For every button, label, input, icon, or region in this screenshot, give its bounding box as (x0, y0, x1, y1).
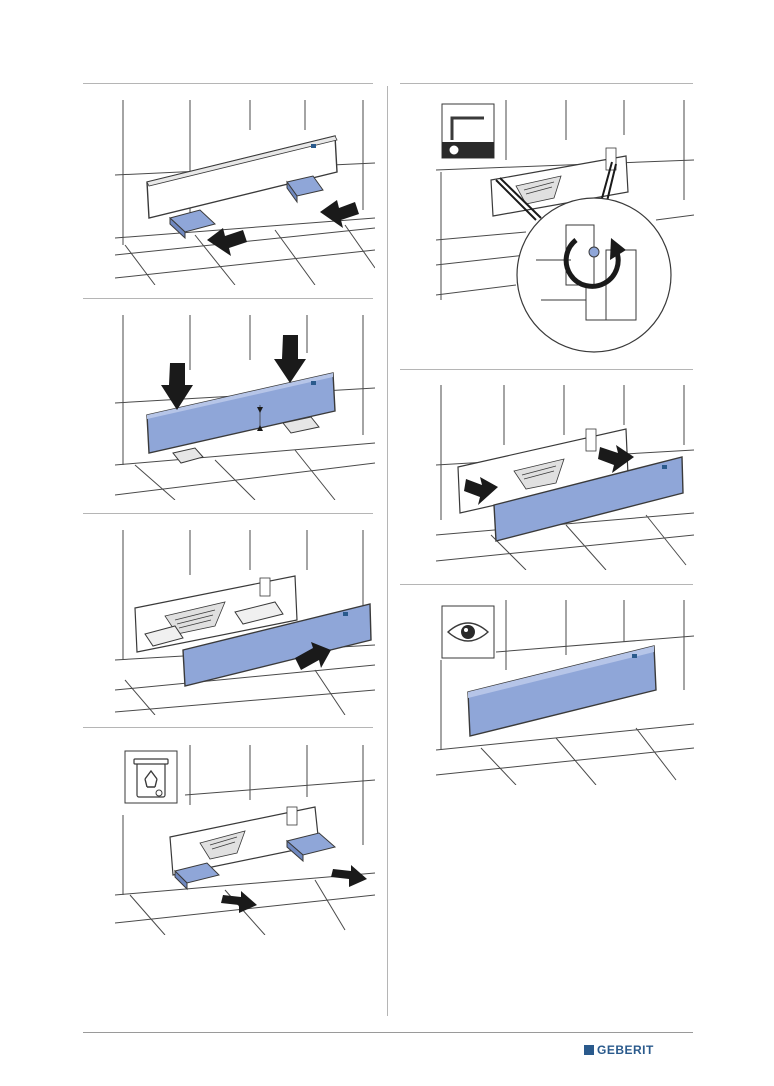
brand-square-icon (584, 1045, 594, 1055)
step-divider (83, 727, 373, 728)
step-5-illustration (436, 100, 694, 355)
step-divider (400, 584, 693, 585)
step-6-illustration (436, 385, 694, 570)
allen-key-icon (441, 103, 495, 159)
brand-name: GEBERIT (597, 1043, 654, 1057)
step-2-illustration (115, 315, 375, 500)
step-divider (83, 298, 373, 299)
brand-logo: GEBERIT (584, 1043, 654, 1057)
footer-divider (83, 1032, 693, 1033)
eye-icon (441, 605, 495, 659)
step-1-illustration (115, 100, 375, 285)
step-divider (400, 369, 693, 370)
step-divider (83, 83, 373, 84)
step-4-illustration (115, 745, 375, 935)
recycle-bin-icon (124, 750, 178, 804)
column-divider (387, 86, 388, 1016)
step-divider (400, 83, 693, 84)
step-3-illustration (115, 530, 375, 715)
step-divider (83, 513, 373, 514)
step-7-illustration (436, 600, 694, 785)
